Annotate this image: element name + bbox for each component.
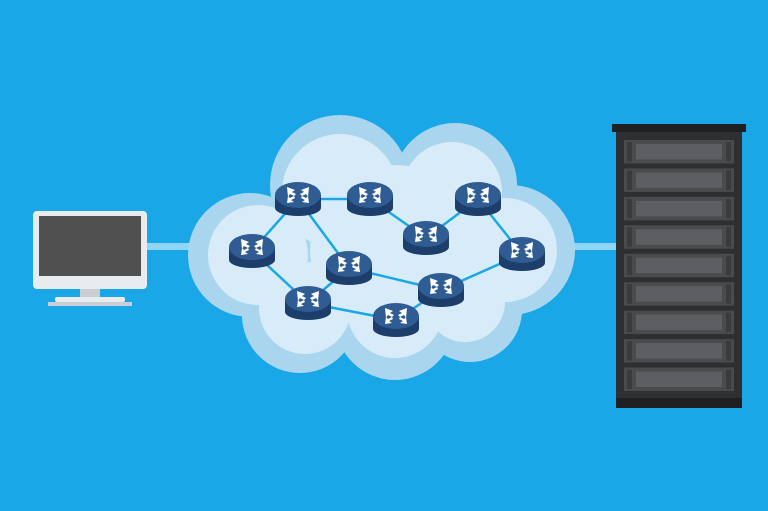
desktop-monitor-icon bbox=[33, 211, 147, 306]
router-icon bbox=[326, 251, 372, 285]
router-icon bbox=[285, 286, 331, 320]
rack-unit bbox=[624, 140, 734, 164]
rack-unit bbox=[624, 339, 734, 363]
client-link bbox=[146, 243, 206, 250]
rack-unit bbox=[624, 225, 734, 249]
server-rack-icon bbox=[612, 124, 746, 408]
router-icon bbox=[499, 237, 545, 271]
router-icon bbox=[229, 234, 275, 268]
monitor-base bbox=[55, 297, 125, 302]
rack-bottom bbox=[616, 398, 742, 408]
rack-unit bbox=[624, 282, 734, 306]
router-icon bbox=[455, 182, 501, 216]
router-icon bbox=[403, 221, 449, 255]
rack-top bbox=[612, 124, 746, 132]
rack-unit bbox=[624, 253, 734, 278]
router-icon bbox=[347, 182, 393, 216]
monitor-screen bbox=[39, 216, 141, 276]
server-link bbox=[560, 243, 622, 250]
rack-unit bbox=[624, 168, 734, 192]
monitor-neck bbox=[80, 289, 100, 298]
keyboard bbox=[48, 302, 132, 306]
rack-unit bbox=[624, 310, 734, 335]
router-icon bbox=[373, 303, 419, 337]
router-icon bbox=[418, 273, 464, 307]
rack-units bbox=[624, 140, 734, 391]
router-icon bbox=[275, 182, 321, 216]
rack-unit bbox=[624, 367, 734, 391]
rack-unit bbox=[624, 196, 734, 221]
